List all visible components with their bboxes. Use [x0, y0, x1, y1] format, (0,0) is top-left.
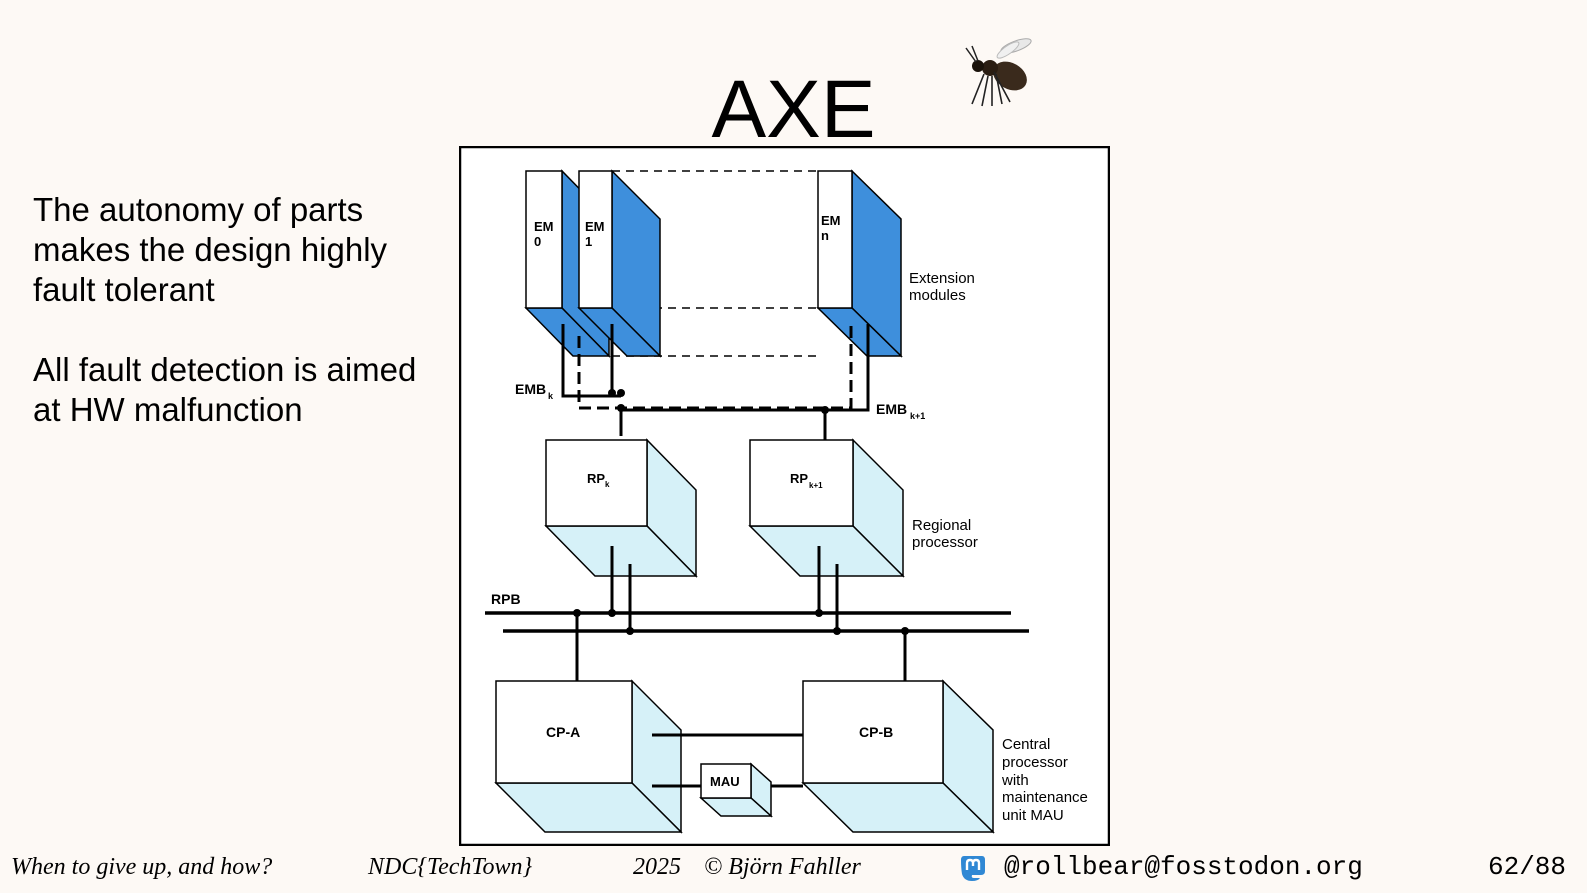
svg-text:k+1: k+1	[809, 481, 823, 490]
svg-text:k: k	[548, 391, 554, 401]
svg-text:unit MAU: unit MAU	[1002, 807, 1064, 824]
rpb-label: RPB	[491, 591, 521, 607]
mastodon-icon	[961, 856, 985, 881]
svg-text:k: k	[605, 480, 610, 489]
svg-text:EMB: EMB	[515, 381, 546, 397]
footer-conference: NDC{TechTown}	[368, 854, 533, 880]
svg-text:Regional: Regional	[912, 517, 971, 534]
svg-text:EMB: EMB	[876, 401, 907, 417]
svg-text:EM: EM	[585, 219, 605, 234]
bee-icon	[965, 38, 1032, 107]
footer-copyright: © Björn Fahller	[704, 854, 861, 880]
bullet-fault-detection: All fault detection is aimed at HW malfu…	[33, 351, 417, 428]
svg-text:RP: RP	[587, 471, 605, 486]
central-processor-a: CP-A	[494, 679, 683, 834]
svg-text:modules: modules	[909, 287, 966, 304]
footer-year: 2025	[633, 854, 681, 880]
svg-text:maintenance: maintenance	[1002, 789, 1088, 806]
svg-text:Central: Central	[1002, 736, 1050, 753]
maintenance-unit-mau: MAU	[699, 762, 773, 818]
svg-text:CP-B: CP-B	[859, 724, 893, 740]
svg-text:MAU: MAU	[710, 774, 740, 789]
svg-text:Extension: Extension	[909, 270, 975, 287]
axe-architecture-diagram: EM 0 EM 1 EM n Extension modules EMB k E…	[459, 146, 1110, 846]
svg-text:processor: processor	[1002, 754, 1068, 771]
footer-mastodon-handle[interactable]: @rollbear@fosstodon.org	[1004, 852, 1363, 882]
central-processor-b: CP-B	[801, 679, 995, 834]
extension-module-1: EM 1	[577, 169, 662, 358]
svg-text:1: 1	[585, 234, 592, 249]
svg-text:k+1: k+1	[910, 411, 925, 421]
svg-text:processor: processor	[912, 534, 978, 551]
svg-text:EM: EM	[821, 213, 841, 228]
svg-text:0: 0	[534, 234, 541, 249]
bullet-fault-tolerant: The autonomy of parts makes the design h…	[33, 191, 388, 308]
regional-processor-k1: RP k+1	[748, 438, 905, 578]
svg-text:with: with	[1001, 772, 1029, 789]
svg-text:RP: RP	[790, 471, 808, 486]
regional-processor-k: RP k	[544, 438, 698, 578]
svg-text:EM: EM	[534, 219, 554, 234]
footer-page-number: 62/88	[1488, 852, 1567, 882]
extension-module-n: EM n	[816, 169, 903, 358]
slide-title: AXE	[711, 64, 876, 155]
footer-talk-title: When to give up, and how?	[11, 854, 273, 880]
svg-text:n: n	[821, 228, 829, 243]
svg-text:CP-A: CP-A	[546, 724, 580, 740]
